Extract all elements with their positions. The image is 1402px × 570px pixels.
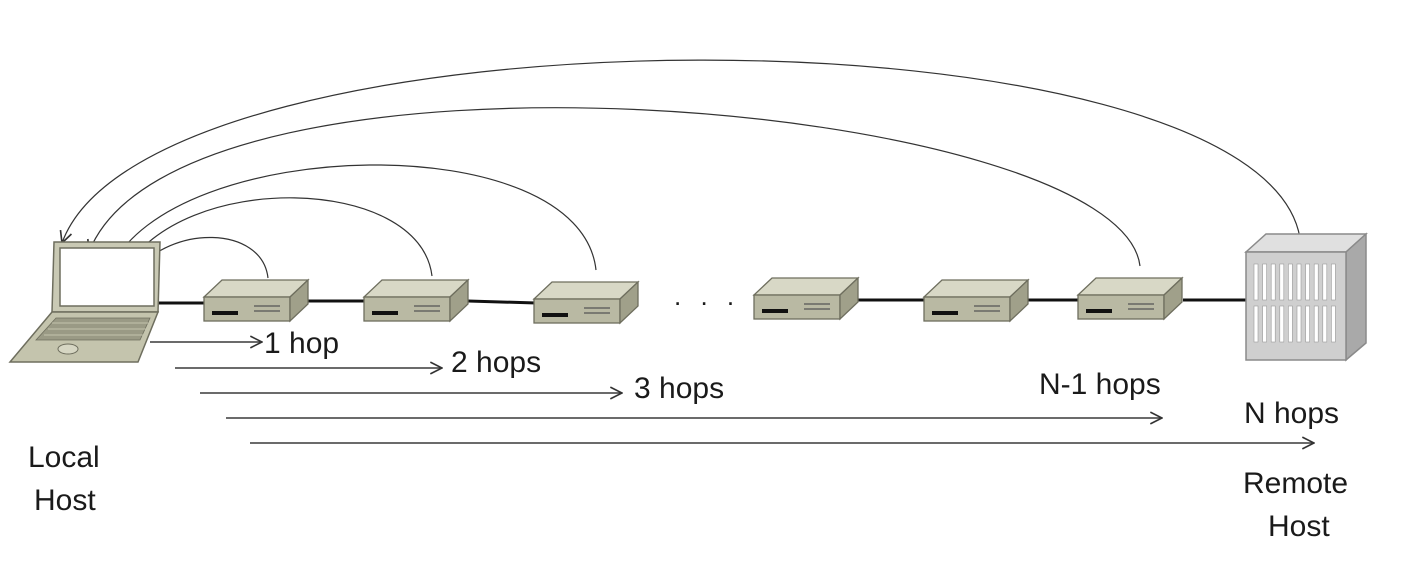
router-icon: [532, 280, 640, 325]
remote-host-label-line-1: Remote: [1243, 467, 1348, 500]
router-icon: [202, 278, 310, 323]
server-slot: [1296, 305, 1302, 343]
hop-label-1: 1 hop: [264, 327, 339, 360]
local-host-label: Local Host: [28, 441, 100, 517]
router-icon: [922, 278, 1030, 323]
server-slot: [1262, 263, 1267, 301]
local-host-label-line-2: Host: [34, 484, 96, 517]
router-icon: [752, 276, 860, 321]
server-slot: [1262, 305, 1267, 343]
network-links: [158, 298, 1248, 305]
server-slot: [1331, 263, 1336, 301]
server-icon: [1244, 232, 1368, 362]
hop-labels: 1 hop 2 hops 3 hops N-1 hops N hops: [264, 327, 1339, 430]
reply-arc-hop-2: [124, 197, 433, 277]
hop-label-n: N hops: [1244, 397, 1339, 430]
ellipsis-label: . . .: [674, 281, 740, 311]
server-slot: [1313, 305, 1319, 343]
hop-label-3: 3 hops: [634, 372, 724, 405]
server-slot: [1288, 263, 1293, 301]
server-slot: [1305, 263, 1310, 301]
server-slot: [1288, 305, 1293, 343]
server-slot: [1331, 305, 1336, 343]
server-slot: [1270, 263, 1276, 301]
server-slot: [1253, 305, 1259, 343]
server-slot: [1322, 305, 1328, 343]
laptop-icon: [8, 241, 161, 363]
server-slot: [1279, 263, 1285, 301]
hop-label-2: 2 hops: [451, 346, 541, 379]
hop-label-n-1: N-1 hops: [1039, 368, 1161, 401]
remote-host-label: Remote Host: [1243, 467, 1348, 543]
server-slot: [1296, 263, 1302, 301]
server-slot: [1279, 305, 1285, 343]
server-slot: [1253, 263, 1259, 301]
server-slot: [1313, 263, 1319, 301]
remote-host-label-line-2: Host: [1268, 510, 1330, 543]
router-icon: [362, 278, 470, 323]
server-slot: [1305, 305, 1310, 343]
server-slot: [1322, 263, 1328, 301]
reply-arc-hop-n-1: [89, 107, 1141, 267]
reply-arc-hop-3: [110, 164, 597, 270]
hop-arrows: [150, 342, 1314, 443]
routers: [202, 276, 1184, 325]
reply-arc-hop-n: [62, 59, 1301, 243]
local-host-label-line-1: Local: [28, 441, 100, 474]
link-router2-router3: [467, 299, 537, 305]
router-icon: [1076, 276, 1184, 321]
server-slot: [1270, 305, 1276, 343]
reply-arcs: [62, 59, 1301, 279]
